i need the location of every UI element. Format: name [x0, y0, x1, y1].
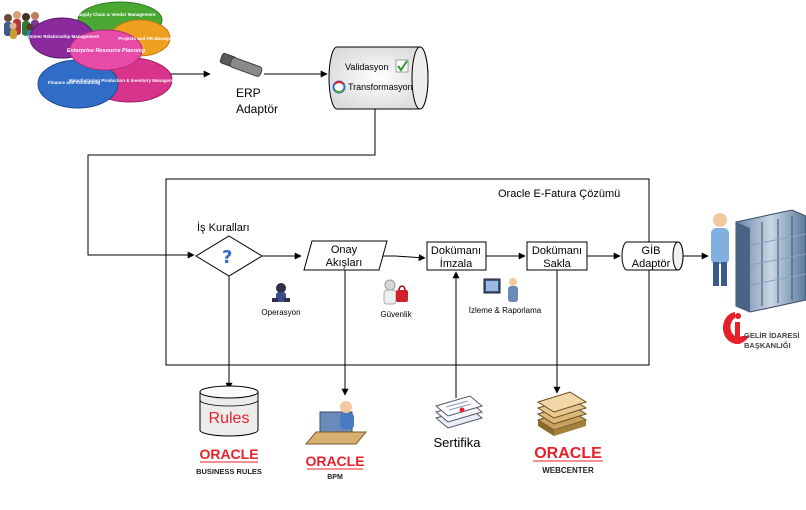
- sign-label-2: İmzala: [440, 257, 473, 270]
- erp-adapter-label-1: ERP: [236, 86, 261, 100]
- transform-icon: [332, 80, 346, 94]
- transformation-label: Transformasyon: [348, 82, 413, 92]
- approval-label-2: Akışları: [326, 257, 363, 269]
- erp-petal-crm: Customer Relationship Management: [21, 34, 100, 39]
- oracle-business-rules-logo: ORACLE BUSINESS RULES: [196, 446, 262, 476]
- bolt-icon: [219, 52, 263, 77]
- gib-logo: GELİR İDARESİ BAŞKANLIĞI: [722, 312, 799, 350]
- server-rack-icon: [711, 209, 806, 313]
- oracle-bpm-text: BPM: [327, 474, 343, 481]
- erp-petal-manufacturing: Manufacturing Production & Inventory Man…: [69, 78, 204, 83]
- certificate-label: Sertifika: [434, 435, 482, 450]
- check-icon: [395, 59, 409, 73]
- security-lock-icon: [383, 279, 408, 305]
- document-stack-icon: [536, 391, 588, 436]
- erp-petal-finance: Finance and Accounting: [48, 80, 100, 85]
- gib-adapter-cylinder: [621, 241, 684, 271]
- oracle-webcenter-text: WEBCENTER: [542, 466, 594, 475]
- certificate-stack-icon: [434, 395, 484, 429]
- rules-db-label: Rules: [209, 410, 250, 427]
- validation-transformation-cylinder: [328, 46, 429, 110]
- erp-petal-supply: Supply Chain & Vendor Management: [77, 12, 156, 17]
- business-rules-label: İş Kuralları: [197, 221, 250, 234]
- oracle-word-3: ORACLE: [534, 445, 602, 462]
- erp-diagram: Customer Relationship Management Supply …: [21, 1, 204, 109]
- store-document-node: [526, 241, 588, 271]
- store-label-1: Dokümanı: [532, 245, 582, 257]
- operation-label: Operasyon: [261, 308, 300, 317]
- oracle-word-2: ORACLE: [305, 453, 364, 469]
- oracle-word-1: ORACLE: [199, 446, 258, 462]
- gib-logo-line-1: GELİR İDARESİ: [744, 331, 799, 340]
- store-label-2: Sakla: [543, 258, 571, 270]
- oracle-business-rules-text: BUSINESS RULES: [196, 467, 262, 476]
- gib-adapter-label-1: GİB: [642, 244, 661, 257]
- oracle-bpm-logo: ORACLE BPM: [305, 453, 364, 481]
- sign-document-node: [426, 241, 487, 271]
- oracle-webcenter-logo: ORACLE WEBCENTER: [533, 445, 603, 475]
- question-icon: ?: [222, 247, 232, 268]
- erp-center: Enterprise Resource Planning: [67, 48, 146, 54]
- approval-label-1: Onay: [331, 244, 358, 256]
- solution-title: Oracle E-Fatura Çözümü: [498, 188, 620, 200]
- approval-flow-node: [303, 240, 388, 271]
- security-label: Güvenlik: [380, 310, 412, 319]
- gib-logo-line-2: BAŞKANLIĞI: [744, 341, 791, 350]
- monitor-icon: [483, 278, 518, 302]
- sign-label-1: Dokümanı: [431, 245, 481, 257]
- monitoring-label: İzleme & Raporlama: [469, 306, 542, 315]
- operator-icon: [272, 283, 290, 302]
- bpm-worker-icon: [304, 401, 368, 445]
- erp-petal-projects: Projects and HR Management: [118, 36, 182, 41]
- svg-text:?: ?: [222, 247, 232, 268]
- gib-adapter-label-2: Adaptör: [632, 258, 671, 270]
- validation-label: Validasyon: [345, 62, 388, 72]
- erp-adapter-label-2: Adaptör: [236, 102, 278, 116]
- solution-frame: [165, 178, 650, 366]
- rules-database: [199, 385, 259, 437]
